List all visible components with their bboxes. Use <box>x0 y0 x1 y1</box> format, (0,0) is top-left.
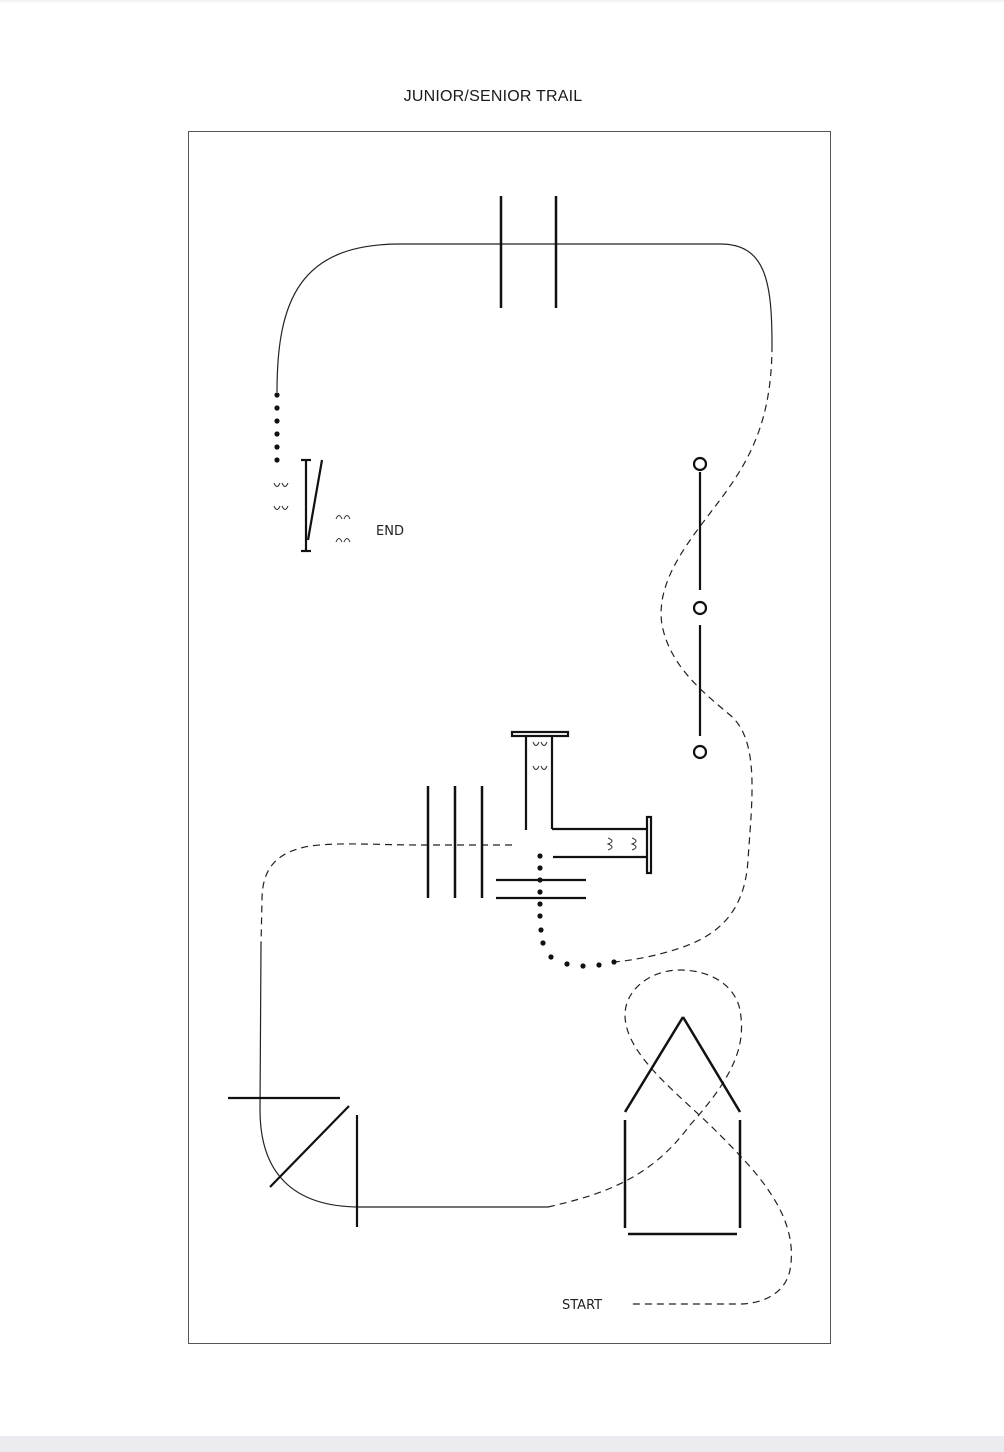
angled-gate-obstacle <box>228 1096 359 1227</box>
trail-path-right-dashed <box>614 344 773 963</box>
end-gate-obstacle <box>301 458 324 553</box>
double-log-obstacle-top <box>499 196 558 308</box>
end-label: END <box>376 524 404 539</box>
trail-dots-middle <box>537 853 617 969</box>
trail-path-left-solid <box>259 944 548 1208</box>
trail-path-top <box>276 243 773 393</box>
page-title: JUNIOR/SENIOR TRAIL <box>403 88 583 105</box>
l-shaped-obstacle <box>510 730 653 875</box>
trail-path-left-dashed <box>260 843 512 946</box>
hoof-prints-middle <box>532 741 637 851</box>
triple-pole-obstacle <box>426 786 484 898</box>
trail-path-bottom-dashed <box>547 969 792 1305</box>
trail-dots-upper-left <box>274 392 280 463</box>
house-obstacle <box>623 1016 742 1236</box>
viewer-bottom-bar <box>0 1436 1004 1452</box>
hoof-prints-end <box>273 482 351 543</box>
diagram-frame <box>188 131 831 1344</box>
start-label: START <box>562 1298 602 1313</box>
horizontal-double-pole-obstacle <box>496 878 586 900</box>
pole-weave-obstacle <box>692 456 708 760</box>
